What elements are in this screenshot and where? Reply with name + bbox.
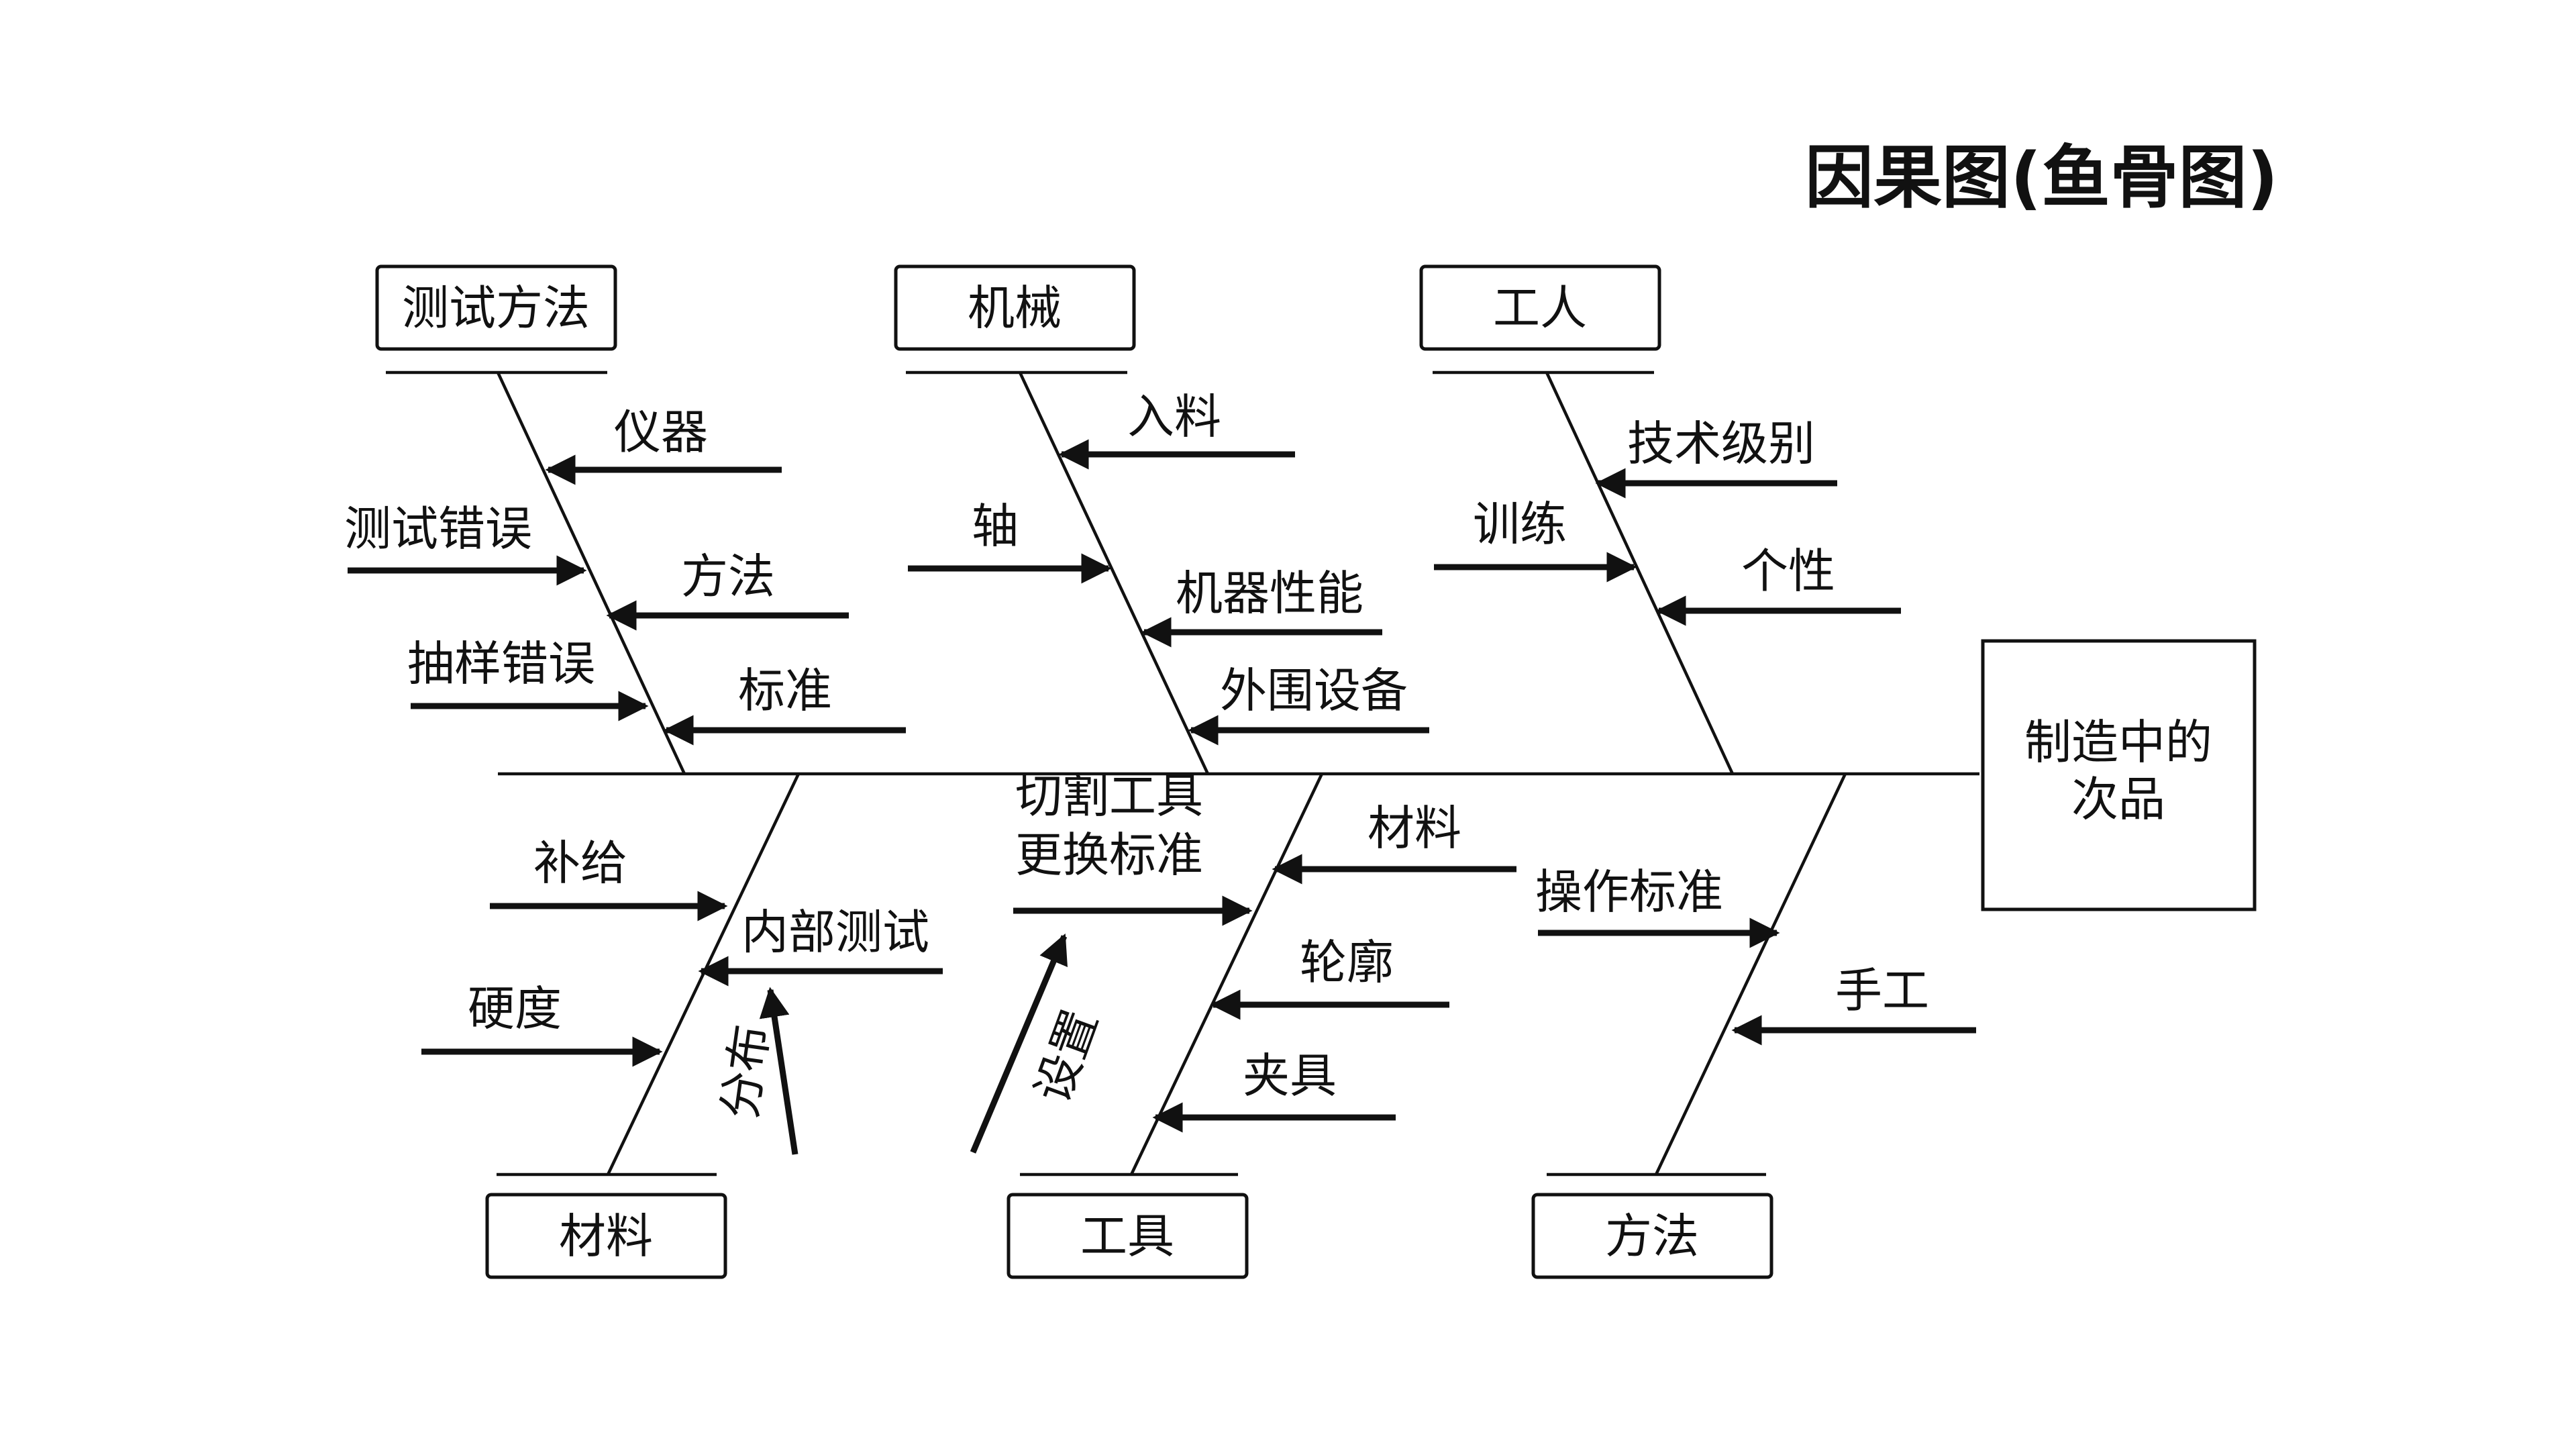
category-tool-label: 工具	[1080, 1209, 1174, 1264]
cause-label: 材料	[1368, 801, 1461, 856]
cause-label: 测试错误	[344, 501, 532, 556]
effect-box: 制造中的 次品	[1981, 639, 2257, 911]
cause-label: 内部测试	[741, 905, 929, 960]
cause-label: 轴	[972, 499, 1019, 554]
cause-label: 分布	[712, 1021, 780, 1122]
category-worker: 工人	[1419, 264, 1661, 374]
category-test-method-label: 测试方法	[402, 281, 590, 336]
cause-group-worker: 技术级别 训练 个性	[1434, 416, 1901, 626]
category-machinery-label: 机械	[968, 281, 1062, 336]
cause-label: 标准	[738, 663, 832, 718]
cause-label: 操作标准	[1535, 864, 1723, 919]
cause-arrow	[970, 933, 1068, 1154]
cause-group-method: 操作标准 手工	[1535, 864, 1976, 1046]
category-tool: 工具	[1007, 1172, 1249, 1279]
cause-label: 轮廓	[1300, 935, 1394, 990]
cause-label: 更换标准	[1015, 828, 1203, 883]
effect-line-1: 制造中的	[2024, 715, 2212, 770]
bone-worker	[1545, 372, 1735, 775]
cause-arrow	[759, 987, 798, 1155]
cause-label: 训练	[1473, 497, 1567, 552]
cause-group-material: 补给 内部测试 硬度 分布	[421, 836, 943, 1155]
cause-label: 个性	[1741, 544, 1835, 599]
category-method: 方法	[1531, 1172, 1773, 1279]
cause-label: 手工	[1835, 963, 1929, 1018]
cause-label: 入料	[1127, 389, 1221, 444]
cause-label: 切割工具	[1015, 768, 1203, 823]
cause-label: 抽样错误	[407, 636, 595, 691]
category-test-method: 测试方法	[375, 264, 617, 374]
cause-label: 机器性能	[1176, 566, 1363, 621]
cause-group-test-method: 仪器 测试错误 方法 抽样错误 标准	[344, 405, 906, 746]
cause-label: 技术级别	[1627, 416, 1815, 471]
category-method-label: 方法	[1605, 1209, 1699, 1264]
diagram-title: 因果图(鱼骨图)	[1805, 138, 2278, 218]
category-machinery: 机械	[894, 264, 1136, 374]
cause-label: 夹具	[1243, 1048, 1337, 1103]
cause-group-machinery: 入料 轴 机器性能 外围设备	[908, 389, 1429, 746]
cause-label: 方法	[681, 549, 775, 604]
bone-method	[1654, 773, 1847, 1175]
bone-machinery	[1018, 372, 1210, 775]
effect-line-2: 次品	[2071, 772, 2165, 827]
cause-label: 仪器	[614, 405, 708, 460]
cause-group-tool: 切割工具 更换标准 材料 轮廓 夹具 设置	[970, 768, 1516, 1154]
cause-label: 硬度	[468, 981, 562, 1036]
category-worker-label: 工人	[1493, 281, 1587, 336]
category-material: 材料	[485, 1172, 727, 1279]
category-material-label: 材料	[559, 1209, 653, 1264]
cause-label: 补给	[533, 836, 627, 891]
cause-label: 设置	[1025, 1003, 1109, 1110]
bone-test-method	[496, 372, 686, 775]
cause-label: 外围设备	[1220, 663, 1408, 718]
